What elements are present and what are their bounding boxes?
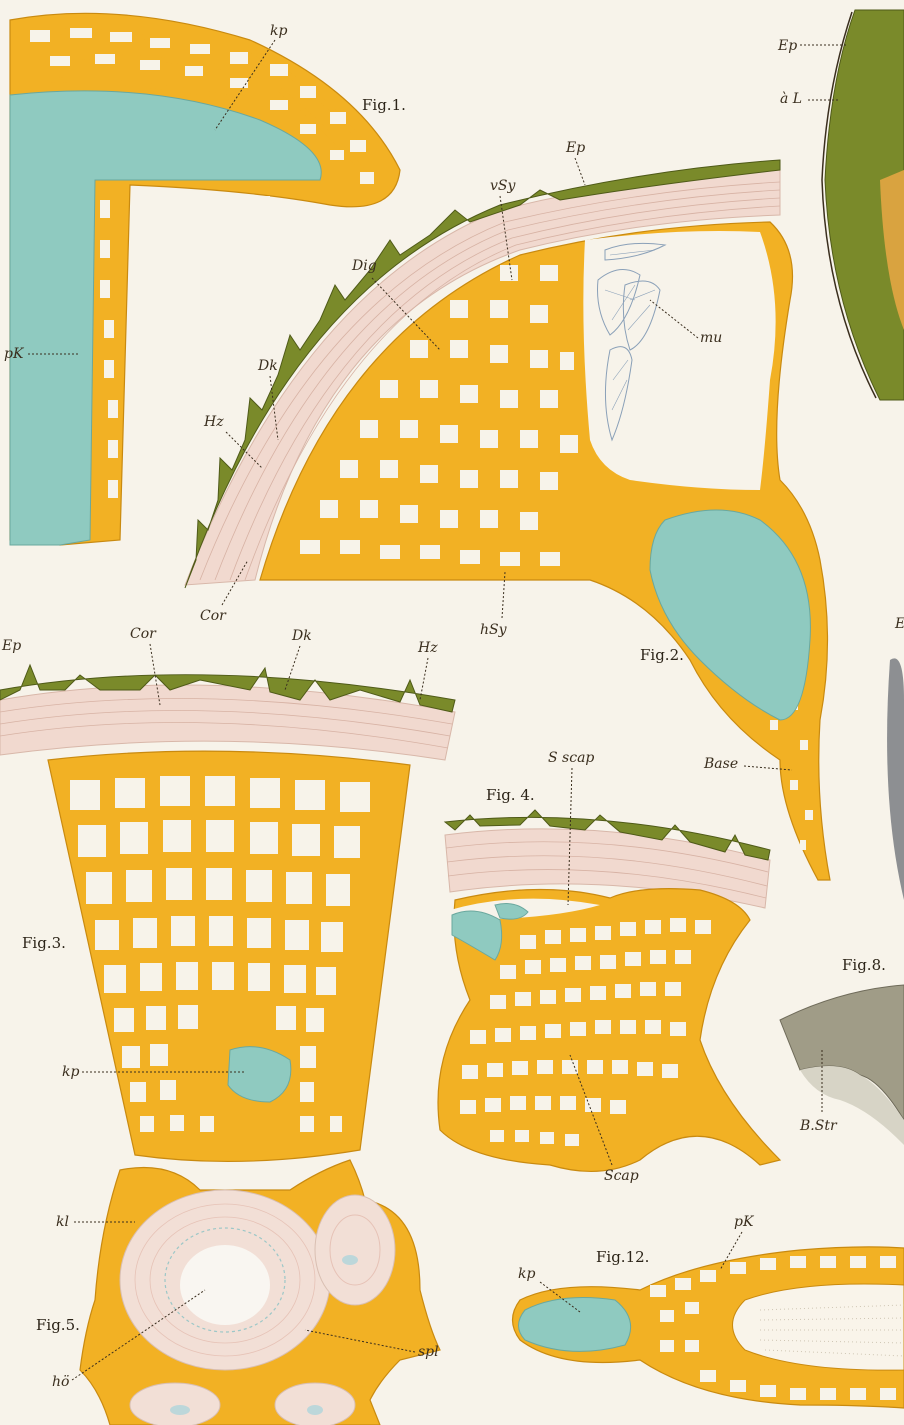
fig1-label-pK: pK [4, 346, 25, 362]
fig3-label-kp: kp [62, 1064, 79, 1080]
fig2-title: Fig.2. [640, 646, 684, 664]
fig2-label-Ep: Ep [565, 140, 585, 156]
fig2-label-Dig: Dig [351, 258, 377, 274]
fig1-label-kp: kp [270, 23, 287, 39]
fig4-title: Fig. 4. [486, 786, 535, 804]
fig8-title: Fig.8. [842, 956, 886, 974]
fig2-label-mu: mu [700, 330, 722, 346]
fig2-label-hSy: hSy [480, 622, 508, 638]
fig5-title: Fig.5. [36, 1316, 80, 1334]
fig3-label-Dk: Dk [291, 628, 312, 644]
figure-5: Fig.5. kl hö spl [36, 1160, 440, 1425]
fig2-label-Base: Base [703, 756, 738, 772]
fig12-title: Fig.12. [596, 1248, 649, 1266]
edge-label-Ep: Ep [777, 38, 797, 54]
fig3-label-Ep: Ep [1, 638, 21, 654]
fig4-label-Sscap: S scap [548, 750, 594, 766]
fig5-label-ho: hö [52, 1374, 69, 1390]
fig12-label-pK: pK [734, 1214, 755, 1230]
fig2-label-vSy: vSy [490, 178, 517, 194]
fig12-label-kp: kp [518, 1266, 535, 1282]
fig2-label-Dk: Dk [257, 358, 278, 374]
fig8-label-BStr: B.Str [799, 1118, 838, 1134]
fig2-label-Hz: Hz [203, 414, 224, 430]
fig3-label-Hz: Hz [417, 640, 438, 656]
fig5-label-kl: kl [56, 1214, 69, 1230]
fig2-label-Cor: Cor [200, 608, 227, 624]
figure-12: Fig.12. pK kp [513, 1214, 904, 1408]
edge-label-E: E [894, 616, 904, 632]
fig3-title: Fig.3. [22, 934, 66, 952]
figure-3: Fig.3. Ep Cor Dk Hz kp [0, 626, 455, 1161]
edge-label-aL: à L [780, 91, 802, 107]
fig3-label-Cor: Cor [130, 626, 157, 642]
fig4-label-Scap: Scap [604, 1168, 639, 1184]
fig5-label-spl: spl [418, 1344, 439, 1360]
fig1-title: Fig.1. [362, 96, 406, 114]
figure-4: Fig. 4. S scap Scap [438, 750, 780, 1184]
